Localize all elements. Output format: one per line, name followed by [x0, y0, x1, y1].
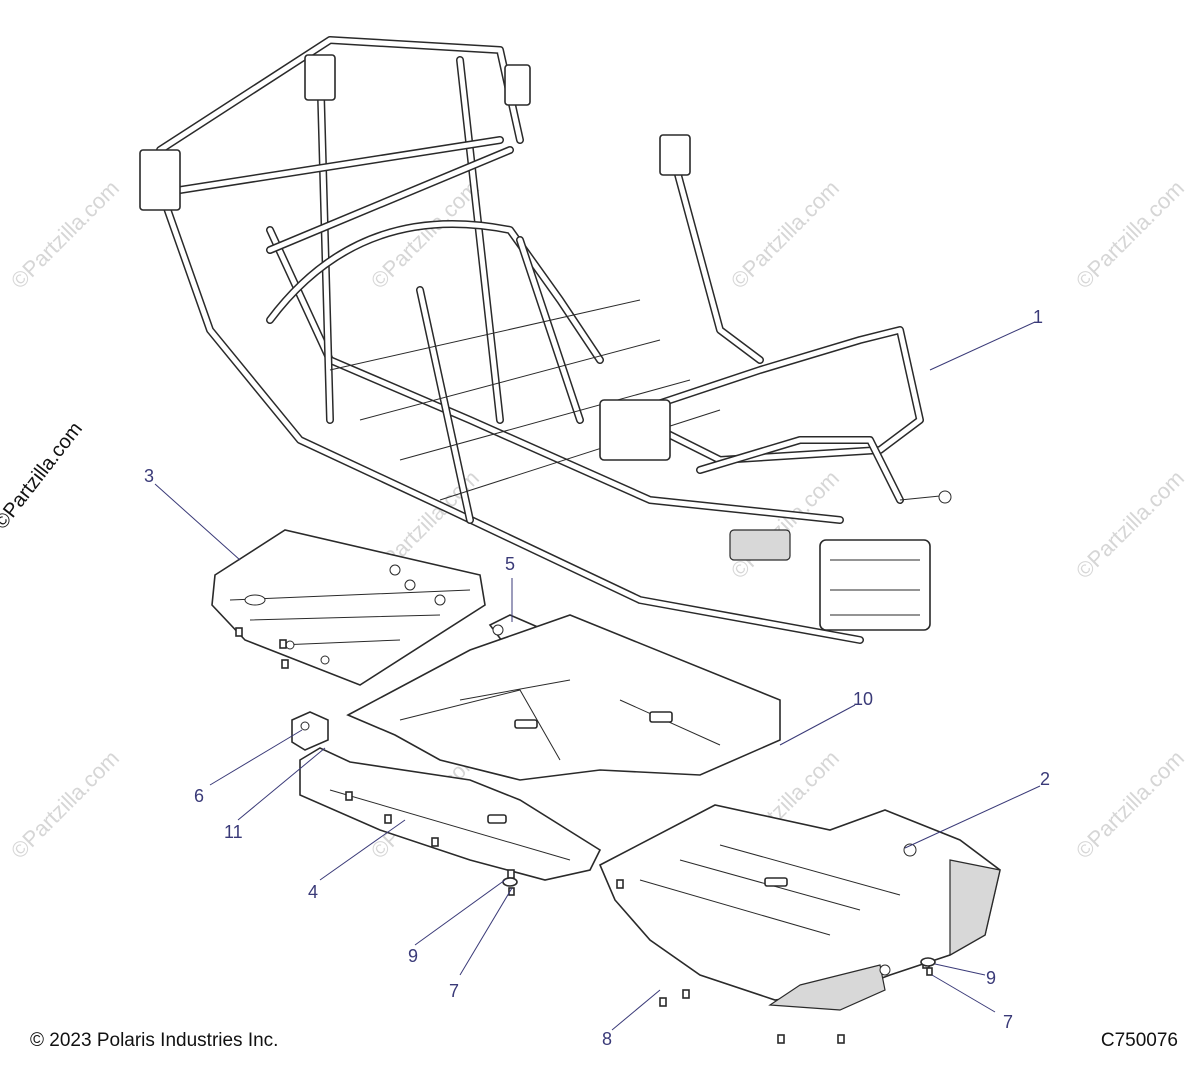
leader-lines: [154, 321, 1041, 1031]
side-panel-part-4: [299, 747, 602, 881]
callout-7b: 7: [1003, 1012, 1013, 1032]
callout-11: 11: [224, 822, 243, 842]
callout-9b: 9: [986, 968, 996, 988]
watermark-tile: ©Partzilla.com: [1071, 465, 1189, 583]
callout-7a: 7: [449, 981, 459, 1001]
callout-1: 1: [1033, 307, 1043, 327]
callout-labels: 1 2 3 4 5 6 11 9 7 8 9 7 10: [144, 307, 1050, 1049]
skid-plate-part-3: [211, 529, 486, 686]
fastener-set: [345, 791, 515, 879]
copyright-text: © 2023 Polaris Industries Inc.: [30, 1030, 279, 1051]
bracket-part-6: [291, 711, 329, 751]
floor-panel-part-10: [346, 614, 781, 781]
callout-5: 5: [505, 554, 515, 574]
watermark-tile: ©Partzilla.com: [1071, 745, 1189, 863]
callout-2: 2: [1040, 769, 1050, 789]
watermark-tile: ©Partzilla.com: [6, 175, 124, 293]
callout-6: 6: [194, 786, 204, 806]
frame-part-1: [139, 36, 952, 644]
callout-3: 3: [144, 466, 154, 486]
figure-code: C750076: [1100, 1030, 1178, 1051]
callout-4: 4: [308, 882, 318, 902]
callout-10: 10: [853, 689, 873, 709]
fastener-set: [616, 879, 930, 1044]
watermark-tile: ©Partzilla.com: [6, 745, 124, 863]
fastener-set: [235, 627, 289, 669]
watermark-tile: ©Partzilla.com: [726, 175, 844, 293]
skid-plate-part-2: [598, 804, 1001, 1044]
watermark-tile: ©Partzilla.com: [1071, 175, 1189, 293]
callout-8: 8: [602, 1029, 612, 1049]
callout-9a: 9: [408, 946, 418, 966]
